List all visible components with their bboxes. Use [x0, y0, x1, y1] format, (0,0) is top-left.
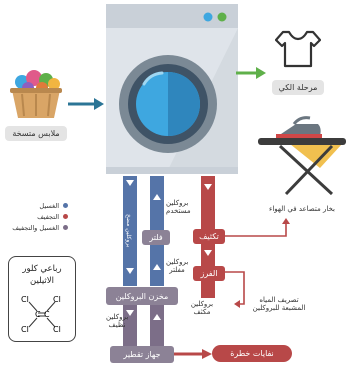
used-perc-label: بروكلين مستخدم	[166, 199, 191, 215]
teal-arrow-to-machine	[68, 95, 104, 114]
pumped-perc-label: بروكلين مضخ	[125, 214, 132, 248]
cl-top-left: Cl	[21, 295, 29, 304]
control-dot-blue	[203, 12, 213, 22]
legend-item-dry: التجفيف	[10, 211, 68, 222]
ironing-board-icon	[256, 104, 348, 200]
legend: الغسيل التجفيف الغسيل والتجفيف	[10, 200, 68, 233]
legend-dot-both	[63, 225, 68, 230]
c-left: C	[35, 310, 41, 319]
clothes-label: ملابس متسخة	[5, 126, 67, 141]
shirt-icon	[274, 28, 322, 72]
ironing-label: مرحلة الكي	[272, 80, 324, 95]
cl-bottom-left: Cl	[21, 325, 29, 334]
filter-unit: فلتر	[142, 230, 170, 245]
distill-note-label: تصريف المياه المشبعة للبروكلين	[252, 296, 306, 312]
c-right: C	[44, 310, 50, 319]
perc-structure	[28, 301, 56, 328]
legend-dot-dry	[63, 214, 68, 219]
control-dot-green	[217, 12, 227, 22]
laundry-basket-icon	[8, 68, 64, 122]
vapor-label: بخار متصاعد في الهواء	[269, 205, 335, 213]
filtered-perc-label: بروكلين مفلتر	[166, 258, 189, 274]
perc-molecule-box: رباعي كلور الاثيلين Cl Cl Cl Cl C C	[8, 256, 76, 342]
distiller-unit: جهاز تقطير	[110, 346, 174, 363]
pipe-storage-distiller	[123, 300, 137, 350]
washing-machine	[106, 4, 238, 174]
hazardous-waste-unit: نفايات خطرة	[212, 345, 292, 362]
condensed-perc-label: بروكلين مكثف	[190, 300, 214, 316]
legend-item-both: الغسيل والتجفيف	[10, 222, 68, 233]
separator-unit: الفرز	[193, 266, 225, 281]
clean-perc-label: بروكلين نظيف	[106, 313, 129, 329]
legend-item-wash: الغسيل	[10, 200, 68, 211]
cl-bottom-right: Cl	[53, 325, 61, 334]
condenser-unit: تكثيف	[193, 229, 225, 244]
green-arrow-to-ironing	[236, 64, 266, 83]
legend-dot-wash	[63, 203, 68, 208]
perc-title: رباعي كلور الاثيلين	[22, 264, 62, 286]
pipe-distiller-storage	[150, 300, 164, 350]
cl-top-right: Cl	[53, 295, 61, 304]
pipe-wash-down	[123, 176, 137, 286]
storage-unit: مخزن البروكلين	[106, 287, 178, 305]
